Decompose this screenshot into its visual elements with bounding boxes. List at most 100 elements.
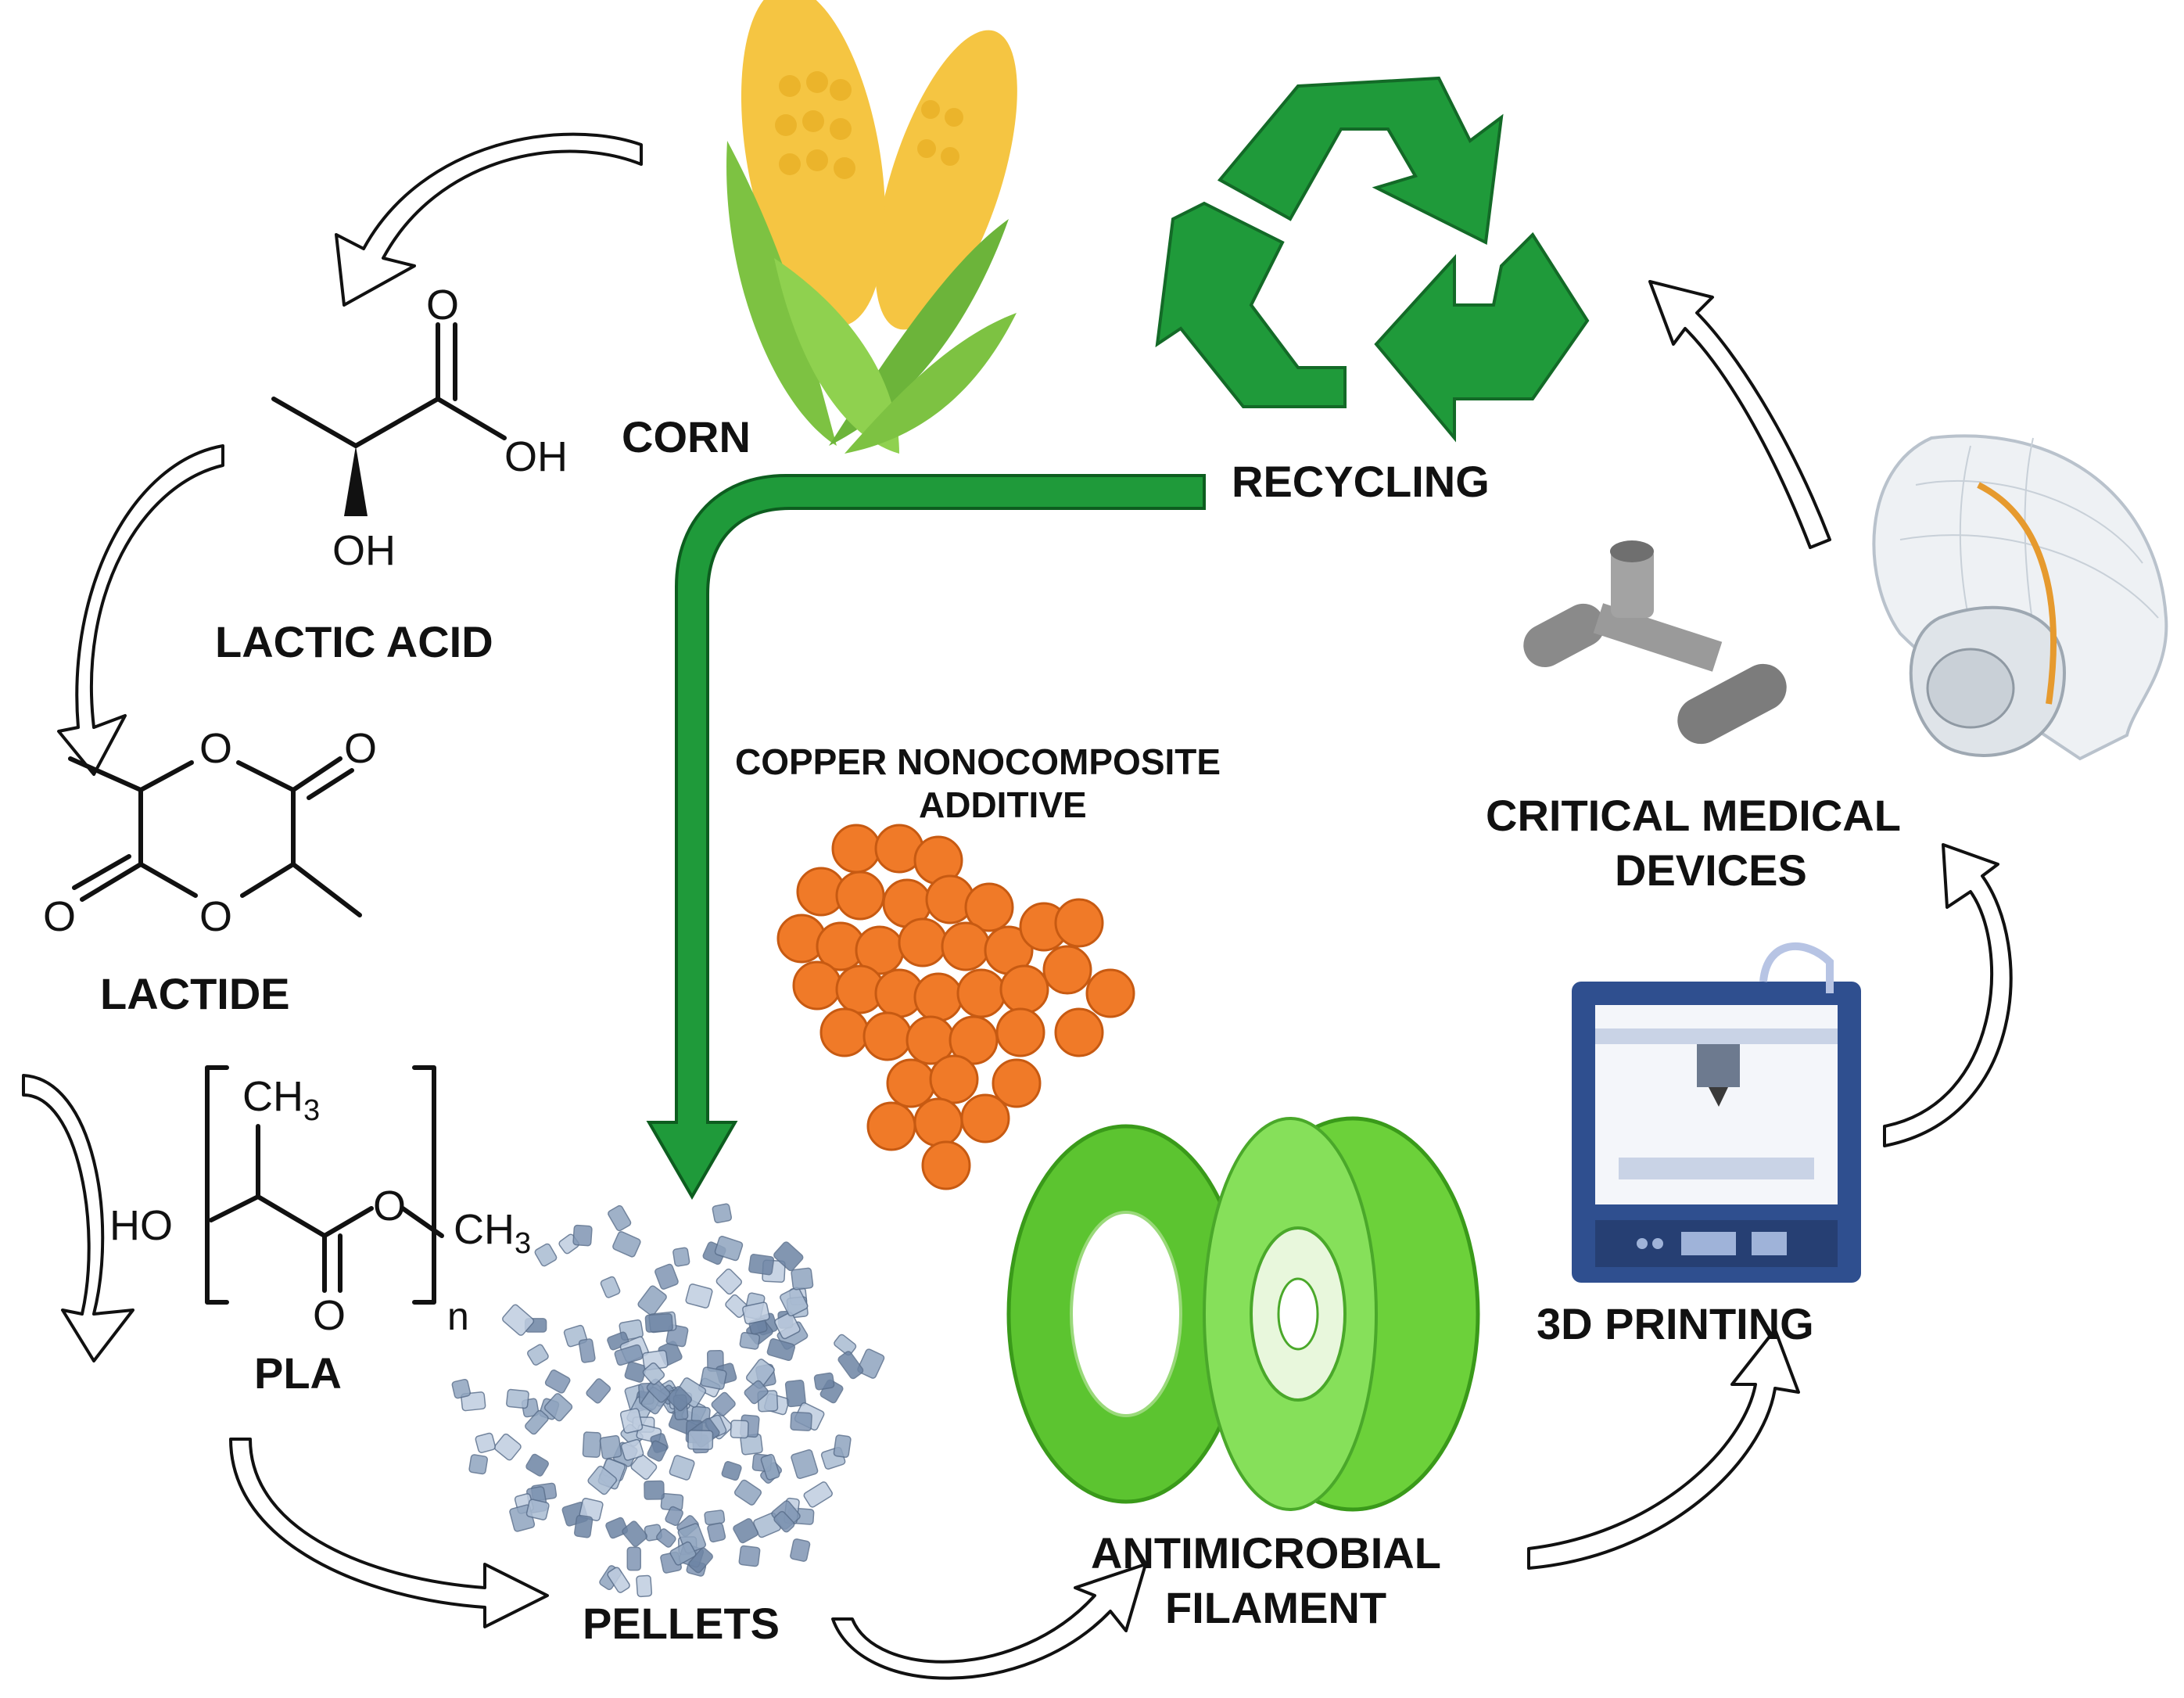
corn-label: CORN	[622, 412, 751, 461]
pellet	[600, 1276, 621, 1298]
pellet	[644, 1312, 673, 1333]
pellet	[685, 1283, 713, 1309]
pla-ch3-text: CH	[242, 1073, 303, 1120]
lactic-acid-structure: O OH OH	[271, 282, 568, 574]
pellet	[586, 1378, 611, 1404]
copper-particle	[921, 1140, 971, 1190]
pellet	[644, 1480, 665, 1500]
copper-particles-icon	[776, 824, 1135, 1190]
lactide-structure: O O O O	[43, 725, 377, 940]
pellet	[833, 1434, 852, 1458]
copper-label-line2: ADDITIVE	[919, 784, 1087, 825]
critical-label-line2: DEVICES	[1615, 845, 1807, 895]
critical-label-line1: CRITICAL MEDICAL	[1486, 791, 1901, 840]
pellet	[451, 1378, 472, 1399]
pellet	[857, 1348, 885, 1379]
pellet	[773, 1241, 804, 1272]
pellet	[572, 1224, 593, 1247]
pellet	[525, 1499, 550, 1520]
pellet	[780, 1287, 809, 1317]
printing-label: 3D PRINTING	[1537, 1299, 1814, 1348]
pellet	[608, 1204, 632, 1232]
copper-particle	[913, 972, 963, 1022]
pellet	[791, 1449, 819, 1479]
pellet	[544, 1370, 571, 1394]
pellet	[607, 1567, 630, 1593]
pla-end-ch3-sub: 3	[515, 1227, 531, 1260]
pellet	[636, 1574, 653, 1598]
pellet	[543, 1393, 573, 1422]
pellets-label: PELLETS	[583, 1599, 780, 1648]
cycle-arrow-printing-to-devices	[1883, 843, 2013, 1147]
copper-particle	[835, 871, 885, 921]
copper-particle	[1085, 968, 1135, 1018]
copper-particle	[819, 1007, 870, 1057]
pellet	[574, 1514, 594, 1538]
lactide-label: LACTIDE	[100, 969, 290, 1018]
pellet	[614, 1344, 644, 1366]
copper-particle	[1042, 945, 1092, 995]
lactide-o2: O	[344, 725, 377, 772]
pla-end-ch3: CH3	[454, 1206, 531, 1260]
pellet	[461, 1391, 486, 1412]
pellet	[773, 1510, 795, 1533]
pellet	[721, 1461, 742, 1481]
pellet	[774, 1312, 801, 1340]
copper-particle	[913, 1097, 963, 1147]
copper-particle	[831, 824, 881, 874]
pellets-icon	[451, 1203, 885, 1598]
copper-particle	[1054, 1007, 1104, 1057]
pellet	[791, 1267, 814, 1291]
pellet	[739, 1331, 761, 1350]
pellet	[527, 1344, 549, 1366]
pellet	[587, 1466, 618, 1495]
pellet	[790, 1411, 812, 1431]
pellet	[582, 1431, 601, 1458]
recycle-return-arrow	[646, 474, 1206, 1200]
pellet	[669, 1455, 695, 1481]
pellet	[837, 1351, 864, 1380]
pellet	[687, 1430, 714, 1450]
lactic-o: O	[426, 282, 459, 328]
copper-particle	[941, 921, 991, 971]
pellet	[813, 1372, 835, 1391]
pla-o-ester: O	[373, 1183, 406, 1230]
recycle-icon	[1155, 76, 1590, 443]
pellet	[700, 1366, 727, 1390]
pellet	[619, 1408, 644, 1434]
recycling-label: RECYCLING	[1232, 457, 1490, 506]
filament-spool-icon	[1006, 1116, 1480, 1512]
pellet	[742, 1301, 770, 1325]
pla-n: n	[447, 1294, 469, 1338]
copper-particle	[898, 917, 948, 967]
3d-printer-icon	[1572, 942, 1861, 1283]
pellet	[666, 1386, 693, 1412]
pla-ch3-sub: 3	[303, 1094, 320, 1127]
pellet	[642, 1362, 665, 1385]
pellet	[715, 1268, 743, 1295]
pellet	[475, 1432, 497, 1453]
pellet	[622, 1520, 648, 1547]
pellet	[578, 1338, 596, 1363]
pellet	[738, 1545, 761, 1567]
lactic-acid-label: LACTIC ACID	[215, 617, 493, 666]
copper-particle	[964, 882, 1014, 932]
pellet	[525, 1453, 549, 1477]
pellet	[637, 1285, 667, 1316]
pellet	[712, 1203, 733, 1224]
cycle-arrow-lactide-to-pla	[22, 1074, 134, 1362]
pellet	[630, 1453, 658, 1481]
cycle-arrow-devices-to-recycling	[1648, 280, 1831, 549]
pellet	[669, 1541, 697, 1566]
pellet	[744, 1380, 769, 1405]
pellet	[605, 1517, 629, 1539]
pellet	[733, 1518, 758, 1544]
lactic-oh2: OH	[332, 527, 396, 574]
filament-label-line1: ANTIMICROBIAL	[1091, 1528, 1441, 1578]
pellet	[525, 1409, 549, 1435]
pellet	[647, 1440, 668, 1462]
pellet	[626, 1546, 641, 1571]
pellet	[790, 1538, 811, 1562]
copper-particle	[949, 1015, 999, 1065]
